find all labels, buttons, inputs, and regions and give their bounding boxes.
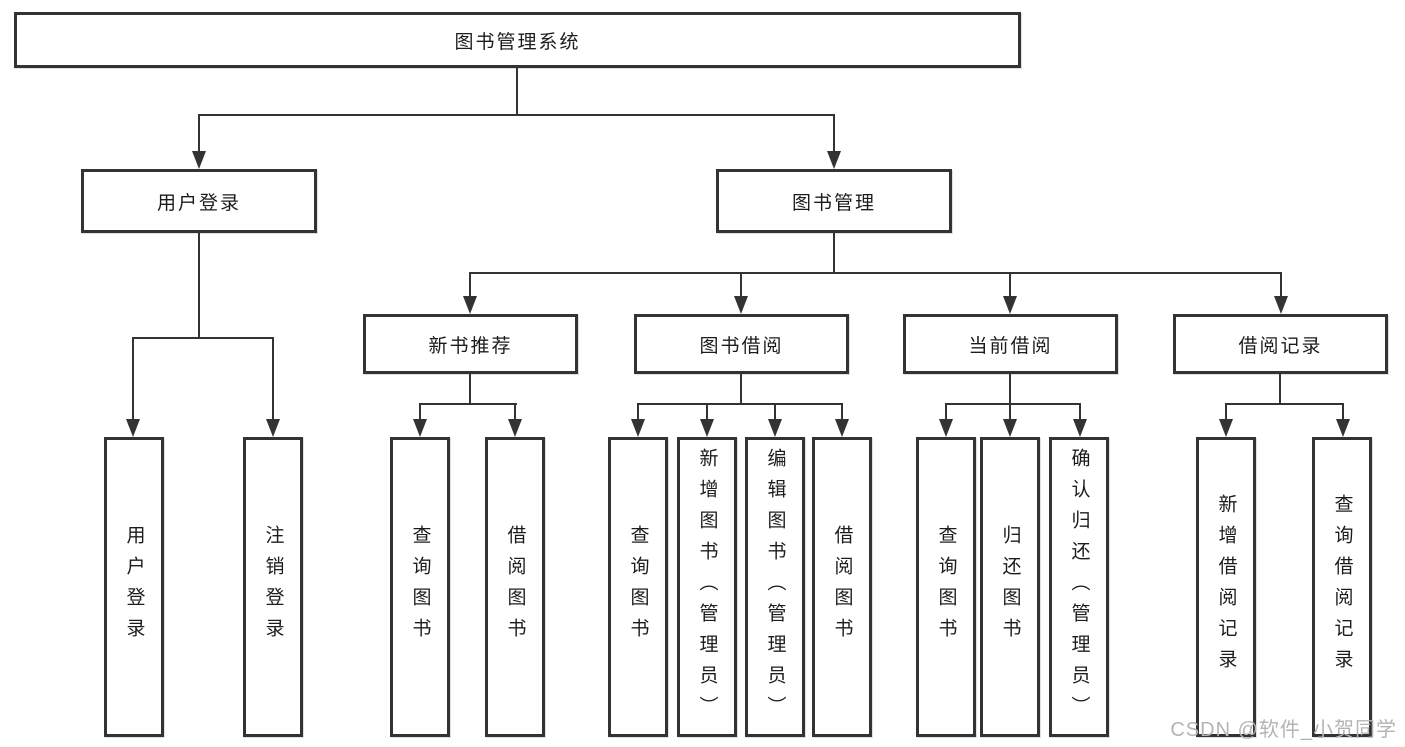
connector-leaf-stem: [1079, 403, 1081, 419]
arrowhead-leaf: [1003, 419, 1017, 437]
node-library-management-system: 图书管理系统: [14, 12, 1021, 68]
leaf-query-books-recommend: 查询图书: [390, 437, 450, 737]
connector-to-current-borrow-stem: [1009, 272, 1011, 296]
arrowhead-to-borrow-records: [1274, 296, 1288, 314]
node-label: 借阅记录: [1238, 335, 1323, 357]
connector-to-user-login-stem: [198, 114, 200, 151]
arrowhead-leaf: [835, 419, 849, 437]
leaf-edit-books-admin: 编辑图书（管理员）: [745, 437, 805, 737]
leaf-label: 编辑图书（管理员）: [764, 447, 786, 727]
leaf-query-books-borrow: 查询图书: [608, 437, 668, 737]
arrowhead-to-book-borrow: [734, 296, 748, 314]
connector-leaf-stem: [841, 403, 843, 419]
leaf-label: 注销登录: [262, 525, 284, 649]
arrowhead-to-new-book: [463, 296, 477, 314]
leaf-label: 确认归还（管理员）: [1068, 447, 1090, 727]
connector-to-book-management-stem: [833, 114, 835, 151]
arrowhead-leaf: [939, 419, 953, 437]
node-label: 当前借阅: [968, 335, 1053, 357]
connector-user-login-crossbar: [132, 337, 274, 339]
connector-leaf-stem: [945, 403, 947, 419]
arrowhead-leaf: [768, 419, 782, 437]
leaf-label: 查询图书: [935, 525, 957, 649]
connector-leaf-stem: [637, 403, 639, 419]
connector-leaf-stem: [514, 403, 516, 419]
connector-book-management-crossbar: [469, 272, 1282, 274]
connector-borrow-records-substem: [1279, 374, 1281, 405]
leaf-add-borrow-record: 新增借阅记录: [1196, 437, 1256, 737]
connector-user-login-stem: [198, 233, 200, 339]
arrowhead-leaf: [700, 419, 714, 437]
connector-leaf-stem: [1225, 403, 1227, 419]
connector-leaf-stem: [1342, 403, 1344, 419]
connector-to-borrow-records-stem: [1280, 272, 1282, 296]
node-label: 图书借阅: [699, 335, 784, 357]
leaf-add-books-admin: 新增图书（管理员）: [677, 437, 737, 737]
arrowhead-leaf: [1219, 419, 1233, 437]
connector-leaf-stem: [1009, 403, 1011, 419]
connector-root-crossbar: [198, 114, 835, 116]
arrowhead-leaf: [1073, 419, 1087, 437]
leaf-borrow-books: 借阅图书: [812, 437, 872, 737]
connector-to-book-borrow-stem: [740, 272, 742, 296]
leaf-label: 归还图书: [999, 525, 1021, 649]
arrowhead-to-current-borrow: [1003, 296, 1017, 314]
node-label: 图书管理: [791, 192, 876, 214]
arrowhead-leaf: [1336, 419, 1350, 437]
csdn-watermark: CSDN @软件_小贺同学: [1170, 719, 1397, 741]
arrowhead-leaf: [413, 419, 427, 437]
node-book-management: 图书管理: [716, 169, 952, 233]
node-label: 图书管理系统: [454, 31, 581, 53]
leaf-query-books-current: 查询图书: [916, 437, 976, 737]
node-label: 新书推荐: [428, 335, 513, 357]
connector-to-leaf-logout-stem: [272, 337, 274, 419]
node-borrow-records: 借阅记录: [1173, 314, 1388, 374]
arrowhead-to-leaf-login: [126, 419, 140, 437]
leaf-user-login: 用户登录: [104, 437, 164, 737]
leaf-label: 新增借阅记录: [1215, 494, 1237, 680]
leaf-borrow-books-recommend: 借阅图书: [485, 437, 545, 737]
connector-book-borrow-crossbar: [637, 403, 843, 405]
arrowhead-leaf: [508, 419, 522, 437]
connector-current-borrow-crossbar: [945, 403, 1081, 405]
connector-borrow-records-crossbar: [1225, 403, 1344, 405]
leaf-label: 借阅图书: [504, 525, 526, 649]
arrowhead-to-leaf-logout: [266, 419, 280, 437]
leaf-label: 查询图书: [409, 525, 431, 649]
connector-leaf-stem: [419, 403, 421, 419]
leaf-confirm-return-admin: 确认归还（管理员）: [1049, 437, 1109, 737]
node-user-login: 用户登录: [81, 169, 317, 233]
node-new-book-recommend: 新书推荐: [363, 314, 578, 374]
arrowhead-leaf: [631, 419, 645, 437]
arrowhead-to-book-management: [827, 151, 841, 169]
node-current-borrow: 当前借阅: [903, 314, 1118, 374]
node-book-borrow: 图书借阅: [634, 314, 849, 374]
connector-new-book-stem: [469, 374, 471, 405]
connector-current-borrow-substem: [1009, 374, 1011, 405]
leaf-label: 查询图书: [627, 525, 649, 649]
connector-to-new-book-stem: [469, 272, 471, 296]
leaf-label: 借阅图书: [831, 525, 853, 649]
leaf-label: 查询借阅记录: [1331, 494, 1353, 680]
connector-to-leaf-login-stem: [132, 337, 134, 419]
connector-book-management-stem: [833, 233, 835, 274]
connector-book-borrow-substem: [740, 374, 742, 405]
connector-root-stem: [516, 68, 518, 116]
connector-new-book-crossbar: [419, 403, 517, 405]
connector-leaf-stem: [774, 403, 776, 419]
leaf-logout: 注销登录: [243, 437, 303, 737]
node-label: 用户登录: [156, 192, 241, 214]
leaf-label: 新增图书（管理员）: [696, 447, 718, 727]
arrowhead-to-user-login: [192, 151, 206, 169]
leaf-query-borrow-record: 查询借阅记录: [1312, 437, 1372, 737]
connector-leaf-stem: [706, 403, 708, 419]
leaf-return-books: 归还图书: [980, 437, 1040, 737]
leaf-label: 用户登录: [123, 525, 145, 649]
